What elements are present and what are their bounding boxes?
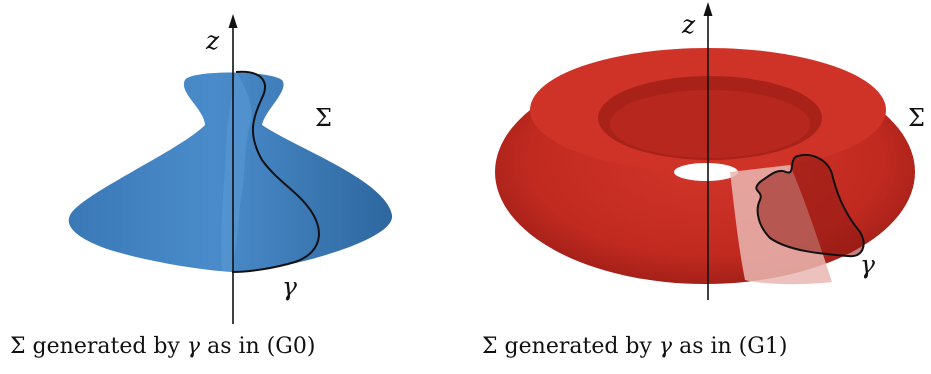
- right-caption: Σ generated by γ as in (G1): [482, 336, 787, 358]
- z-axis-label: z: [206, 26, 220, 55]
- caption-text-pre: generated by: [497, 334, 659, 359]
- caption-gamma: γ: [658, 334, 673, 359]
- vase-surface-diagram: [68, 14, 393, 324]
- gamma-curve: [231, 70, 320, 273]
- gamma-curve-label: γ: [282, 272, 297, 301]
- torus-inner-shadow: [610, 90, 810, 158]
- right-figure-panel: z Σ γ Σ generated by γ as in (G1): [460, 0, 931, 374]
- gamma-curve-label: γ: [860, 250, 875, 279]
- caption-text-post: as in (G0): [200, 334, 316, 359]
- z-axis-arrowhead: [703, 2, 713, 16]
- z-axis-arrowhead: [228, 14, 238, 28]
- caption-sigma: Σ: [10, 334, 26, 359]
- left-figure-panel: z Σ γ Σ generated by γ as in (G0): [0, 0, 440, 374]
- caption-gamma: γ: [186, 334, 201, 359]
- caption-text-pre: generated by: [25, 334, 187, 359]
- caption-sigma: Σ: [482, 334, 498, 359]
- torus-surface-diagram: [495, 2, 915, 300]
- sigma-surface-label: Σ: [315, 104, 332, 132]
- cut-face: [221, 72, 252, 272]
- left-caption: Σ generated by γ as in (G0): [10, 336, 315, 358]
- z-axis-label: z: [682, 10, 696, 39]
- gamma-curve: [755, 154, 865, 258]
- caption-text-post: as in (G1): [672, 334, 788, 359]
- torus-hole: [674, 163, 738, 181]
- sigma-surface-label: Σ: [908, 104, 925, 132]
